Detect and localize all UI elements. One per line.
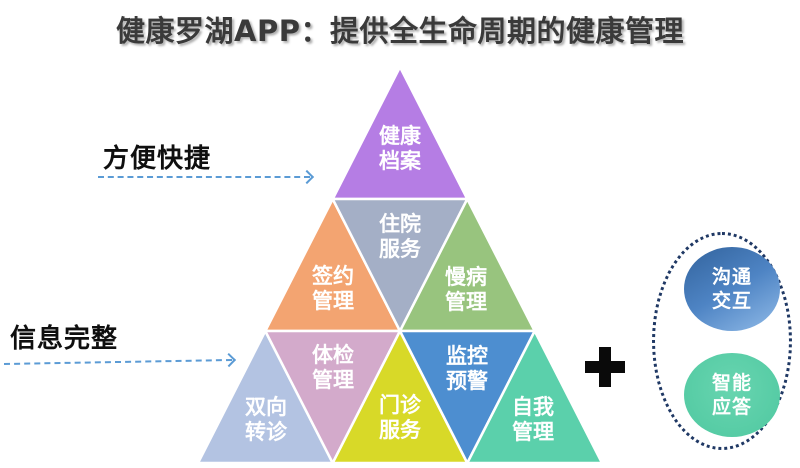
pyramid-cell-label: 服务 <box>379 237 422 261</box>
pyramid-cell-label: 服务 <box>379 418 422 442</box>
pyramid-cell-label: 监控 <box>446 344 488 368</box>
bubble-label-line: 交互 <box>711 290 752 312</box>
pyramid-cell-label: 双向 <box>245 395 287 419</box>
side-group-outline <box>652 232 792 450</box>
smart-reply-circle: 智能 应答 <box>684 353 780 437</box>
communication-interaction-circle: 沟通 交互 <box>684 247 780 331</box>
pyramid-cell-label: 签约 <box>311 264 354 288</box>
pyramid-cell-label: 住院 <box>379 212 421 236</box>
pyramid-cell-label: 体检 <box>312 343 354 367</box>
bubble-label-line: 应答 <box>711 396 752 418</box>
pyramid-cell-label: 预警 <box>446 369 488 393</box>
bubble-label-line: 沟通 <box>711 266 752 288</box>
communication-interaction-label: 沟通 交互 <box>712 265 752 313</box>
dashed-arrow-convenient <box>98 169 315 185</box>
pyramid-cell-self-management <box>466 329 604 465</box>
annotation-convenient-quick: 方便快捷 <box>103 144 212 174</box>
pyramid-cell-label: 慢病 <box>445 265 487 289</box>
pyramid-cell-label: 健康 <box>379 124 422 148</box>
pyramid-cell-label: 档案 <box>379 149 422 173</box>
pyramid-cell-label: 管理 <box>312 368 354 392</box>
pyramid-cell-label: 管理 <box>512 420 554 444</box>
bubble-label-line: 智能 <box>711 372 752 394</box>
smart-reply-label: 智能 应答 <box>712 371 752 419</box>
page-title: 健康罗湖APP：提供全生命周期的健康管理 <box>116 14 684 48</box>
plus-icon <box>585 347 625 387</box>
annotation-complete-info: 信息完整 <box>10 324 119 354</box>
pyramid-cell-label: 管理 <box>445 290 487 314</box>
pyramid-cell-label: 自我 <box>512 395 554 419</box>
pyramid-cell-label: 门诊 <box>379 393 422 417</box>
pyramid-cell-label: 管理 <box>312 289 354 313</box>
pyramid-cell-label: 转诊 <box>245 420 288 444</box>
